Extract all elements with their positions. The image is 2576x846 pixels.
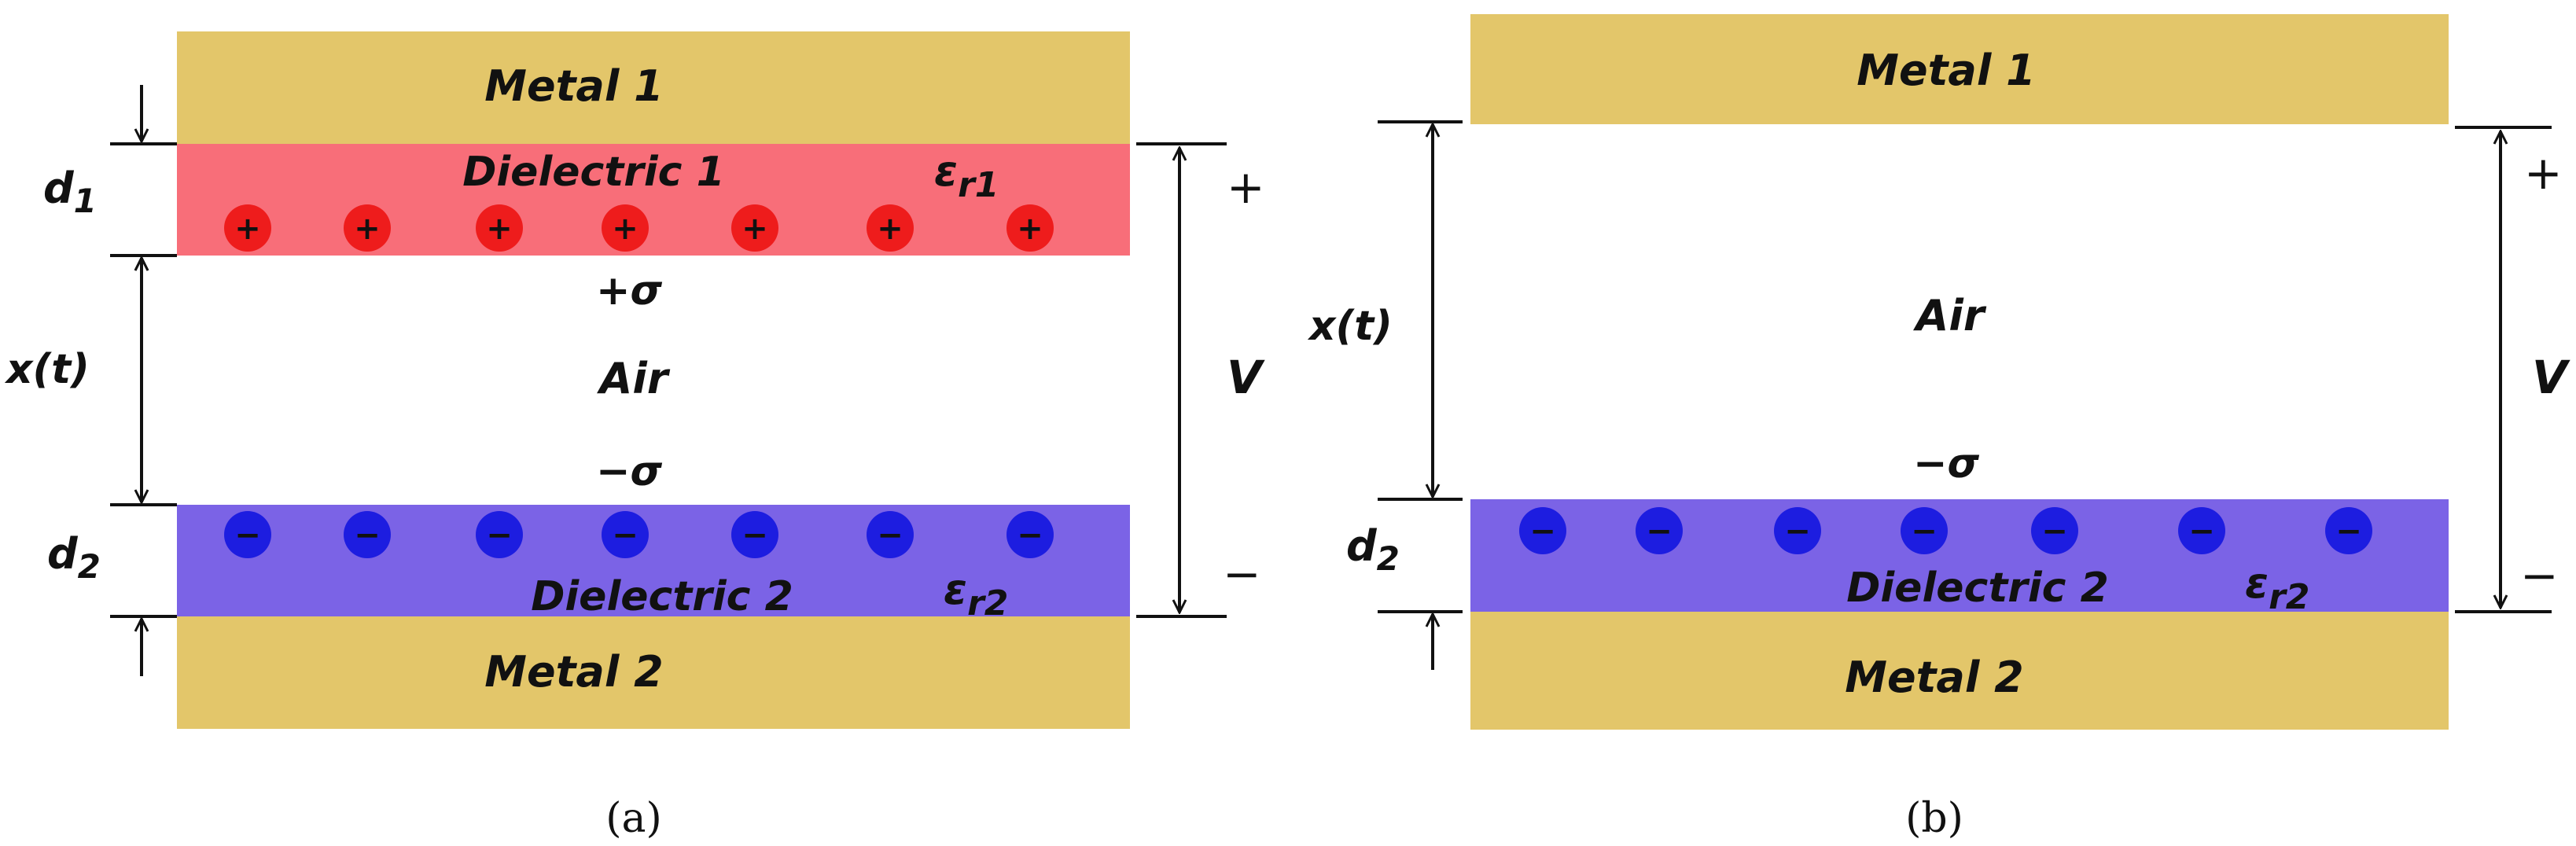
panel-b-caption: (b) <box>1905 795 1963 842</box>
panel-b-dielectric2-label: Dielectric 2 <box>1846 565 2109 612</box>
panel-b-negative-charge-circle <box>2325 507 2372 554</box>
panel-a-positive-charge-symbol: + <box>877 211 903 247</box>
panel-b-d2-label: d2 <box>1346 521 1400 578</box>
panel-a-metal2-plate <box>177 616 1130 729</box>
panel-b-negative-charge-circle <box>1636 507 1683 554</box>
panel-a-voltage-label: V <box>1227 351 1265 404</box>
panel-a-positive-charge-circle <box>344 204 391 252</box>
panel-a-negative-charge-symbol: − <box>354 517 381 554</box>
panel-b: Metal 1 Metal 2 Dielectric 2 εr2 Air −σ … <box>1307 14 2570 842</box>
panel-b-gap-label: x(t) <box>1307 303 1393 350</box>
panel-b-negative-charge-symbol: − <box>1646 513 1673 550</box>
panel-b-sigma-minus: −σ <box>1913 440 1980 487</box>
panel-a-positive-charge-circle <box>602 204 649 252</box>
panel-a-eps-r2: εr2 <box>944 565 1008 623</box>
panel-b-plus-terminal: + <box>2524 146 2563 200</box>
panel-a-negative-charge-symbol: − <box>612 517 638 554</box>
panel-b-metal1-label: Metal 1 <box>1857 46 2036 95</box>
panel-a-dielectric1-layer <box>177 144 1130 256</box>
panel-a-positive-charge-circle <box>224 204 271 252</box>
panel-b-negative-charge-circle <box>2031 507 2078 554</box>
panel-a-positive-charges: + + + + + + + <box>224 204 1054 252</box>
panel-a-positive-charge-symbol: + <box>354 211 381 247</box>
panel-a-negative-charge-circle <box>731 511 778 558</box>
panel-a-sigma-minus: −σ <box>596 448 663 495</box>
panel-a-sigma-plus: +σ <box>596 267 663 314</box>
panel-a-dielectric1-label: Dielectric 1 <box>462 149 725 196</box>
panel-b-metal2-label: Metal 2 <box>1845 653 2024 702</box>
panel-b-negative-charge-circle <box>1774 507 1821 554</box>
panel-a-plus-terminal: + <box>1227 160 1265 214</box>
panel-a-minus-terminal: − <box>1223 547 1261 601</box>
panel-a-negative-charge-circle <box>1006 511 1054 558</box>
panel-a-eps-r1: εr1 <box>934 146 999 205</box>
panel-a-negative-charge-symbol: − <box>877 517 903 554</box>
panel-a-positive-charge-symbol: + <box>234 211 261 247</box>
panel-a: Metal 1 Metal 2 Dielectric 1 Dielectric … <box>4 31 1265 842</box>
panel-a-negative-charge-symbol: − <box>742 517 768 554</box>
panel-b-negative-charge-circle <box>2178 507 2225 554</box>
panel-b-negative-charge-symbol: − <box>2041 513 2068 550</box>
panel-a-negative-charge-symbol: − <box>1017 517 1043 554</box>
panel-a-positive-charge-symbol: + <box>612 211 638 247</box>
panel-a-positive-charge-circle <box>867 204 914 252</box>
panel-b-negative-charge-symbol: − <box>2188 513 2215 550</box>
panel-b-metal1-plate <box>1470 14 2449 124</box>
panel-a-negative-charge-circle <box>344 511 391 558</box>
panel-a-air-label: Air <box>597 354 671 403</box>
panel-a-metal2-label: Metal 2 <box>484 647 664 697</box>
panel-a-gap-label: x(t) <box>4 346 90 393</box>
panel-a-negative-charge-circle <box>602 511 649 558</box>
panel-b-dielectric2-layer <box>1470 499 2449 612</box>
panel-b-negative-charge-circle <box>1519 507 1566 554</box>
panel-a-positive-charge-symbol: + <box>1017 211 1043 247</box>
panel-a-positive-charge-symbol: + <box>742 211 768 247</box>
panel-a-positive-charge-circle <box>731 204 778 252</box>
panel-a-positive-charge-symbol: + <box>486 211 513 247</box>
panel-a-positive-charge-circle <box>476 204 523 252</box>
panel-a-d2-label: d2 <box>47 529 101 586</box>
panel-a-metal1-plate <box>177 31 1130 144</box>
panel-a-caption: (a) <box>605 795 662 842</box>
panel-b-eps-r2: εr2 <box>2245 558 2309 617</box>
panel-b-minus-terminal: − <box>2520 549 2559 602</box>
panel-a-negative-charge-symbol: − <box>234 517 261 554</box>
panel-b-voltage-label: V <box>2532 351 2570 404</box>
panel-a-negative-charge-circle <box>476 511 523 558</box>
panel-a-d1-label: d1 <box>43 164 97 220</box>
panel-a-dielectric2-layer <box>177 505 1130 616</box>
panel-a-metal1-label: Metal 1 <box>484 61 664 111</box>
panel-b-negative-charge-symbol: − <box>1784 513 1811 550</box>
panel-a-dielectric2-label: Dielectric 2 <box>531 573 793 620</box>
panel-a-negative-charge-circle <box>867 511 914 558</box>
panel-a-negative-charge-circle <box>224 511 271 558</box>
panel-a-negative-charge-symbol: − <box>486 517 513 554</box>
panel-b-negative-charge-symbol: − <box>2335 513 2362 550</box>
panel-a-negative-charges: −−−−−−− <box>224 511 1054 558</box>
panel-b-negative-charge-circle <box>1901 507 1948 554</box>
panel-b-metal2-plate <box>1470 612 2449 730</box>
panel-b-air-label: Air <box>1913 291 1987 340</box>
panel-b-negative-charges: −−−−−−− <box>1519 507 2372 554</box>
panel-b-negative-charge-symbol: − <box>1911 513 1938 550</box>
panel-b-negative-charge-symbol: − <box>1529 513 1556 550</box>
panel-a-positive-charge-circle <box>1006 204 1054 252</box>
